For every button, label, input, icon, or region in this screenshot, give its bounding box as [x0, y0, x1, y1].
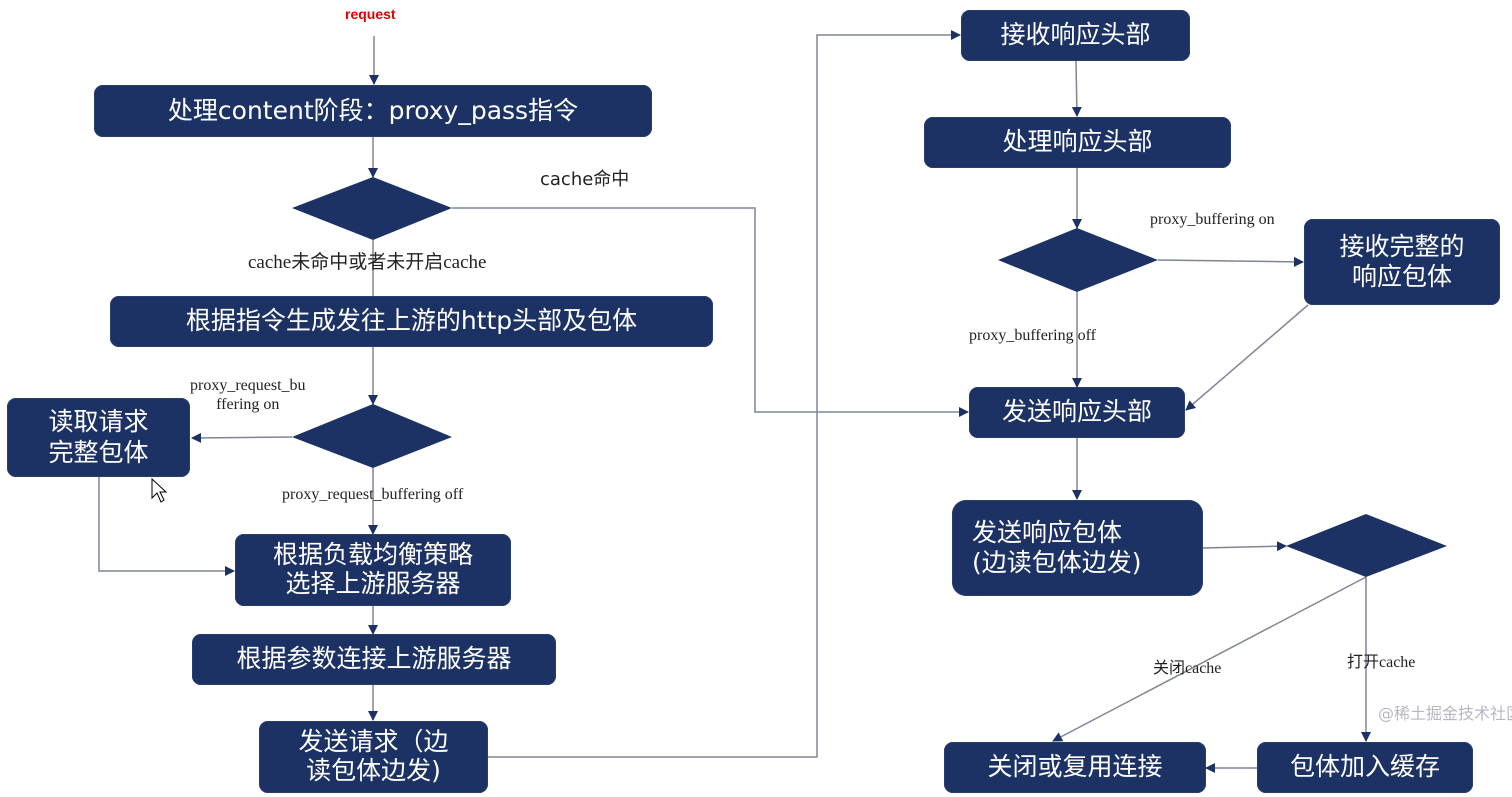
label-cache-miss: cache未命中或者未开启cache	[248, 252, 487, 273]
node-connect-upstream: 根据参数连接上游服务器	[192, 634, 556, 685]
resp-buffering-decision-diamond	[998, 228, 1158, 292]
mouse-cursor-icon	[151, 478, 168, 503]
cache-decision-diamond	[292, 177, 452, 240]
node-gen-headers-text: 根据指令生成发往上游的http头部及包体	[185, 306, 638, 336]
node-read-full-body-text: 读取请求 完整包体	[48, 407, 149, 467]
edge-buffering-on	[1157, 256, 1304, 267]
node-send-resp-headers: 发送响应头部	[969, 387, 1185, 438]
node-select-upstream-text: 根据负载均衡策略 选择上游服务器	[272, 540, 473, 598]
node-read-full-body: 读取请求 完整包体	[7, 398, 190, 477]
edge-recv-to-proc	[1071, 60, 1082, 117]
node-send-resp-body: 发送响应包体 (边读包体边发)	[952, 500, 1203, 596]
node-content-phase: 处理content阶段：proxy_pass指令	[94, 85, 652, 137]
node-recv-full-resp-body-text: 接收完整的 响应包体	[1339, 231, 1465, 292]
node-send-request-text: 发送请求（边 读包体边发)	[298, 727, 449, 785]
node-send-resp-headers-text: 发送响应头部	[1001, 397, 1152, 427]
node-body-to-cache: 包体加入缓存	[1257, 742, 1473, 793]
label-buffering-on: proxy_buffering on	[1150, 211, 1275, 228]
node-recv-resp-headers-text: 接收响应头部	[1000, 20, 1151, 50]
edge-req-buffering-on	[191, 432, 293, 443]
label-cache-close: 关闭cache	[1153, 660, 1222, 677]
node-recv-full-resp-body: 接收完整的 响应包体	[1304, 219, 1500, 305]
label-req-buffering-on: proxy_request_bu ffering on	[190, 377, 306, 414]
edge-send-to-recv-headers	[488, 30, 961, 758]
cache-store-decision-diamond	[1286, 514, 1447, 577]
node-send-resp-body-text: 发送响应包体 (边读包体边发)	[972, 517, 1142, 578]
node-recv-resp-headers: 接收响应头部	[961, 10, 1190, 61]
edge-cache-hit	[452, 207, 969, 417]
request-label: request	[345, 6, 396, 22]
node-select-upstream: 根据负载均衡策略 选择上游服务器	[235, 534, 511, 606]
node-gen-headers: 根据指令生成发往上游的http头部及包体	[110, 296, 713, 347]
label-cache-open: 打开cache	[1347, 654, 1416, 671]
edge-body-to-cache-decision	[1202, 541, 1287, 552]
edge-cache-close	[1052, 576, 1367, 742]
label-req-buffering-off: proxy_request_buffering off	[282, 486, 464, 503]
edge-read-body-to-select	[98, 477, 235, 576]
watermark: @稀土掘金技术社区	[1378, 704, 1512, 723]
node-proc-resp-headers: 处理响应头部	[924, 117, 1231, 168]
label-buffering-off: proxy_buffering off	[969, 327, 1096, 344]
node-close-or-reuse: 关闭或复用连接	[944, 742, 1206, 793]
node-close-or-reuse-text: 关闭或复用连接	[987, 752, 1163, 782]
node-connect-upstream-text: 根据参数连接上游服务器	[236, 644, 512, 674]
edge-full-body-to-send-headers	[1185, 304, 1309, 411]
label-cache-hit: cache命中	[540, 169, 630, 190]
node-body-to-cache-text: 包体加入缓存	[1289, 752, 1440, 782]
node-content-phase-text: 处理content阶段：proxy_pass指令	[167, 95, 579, 125]
node-send-request: 发送请求（边 读包体边发)	[259, 721, 488, 793]
node-proc-resp-headers-text: 处理响应头部	[1002, 127, 1153, 157]
req-buffering-decision-diamond	[292, 404, 452, 468]
